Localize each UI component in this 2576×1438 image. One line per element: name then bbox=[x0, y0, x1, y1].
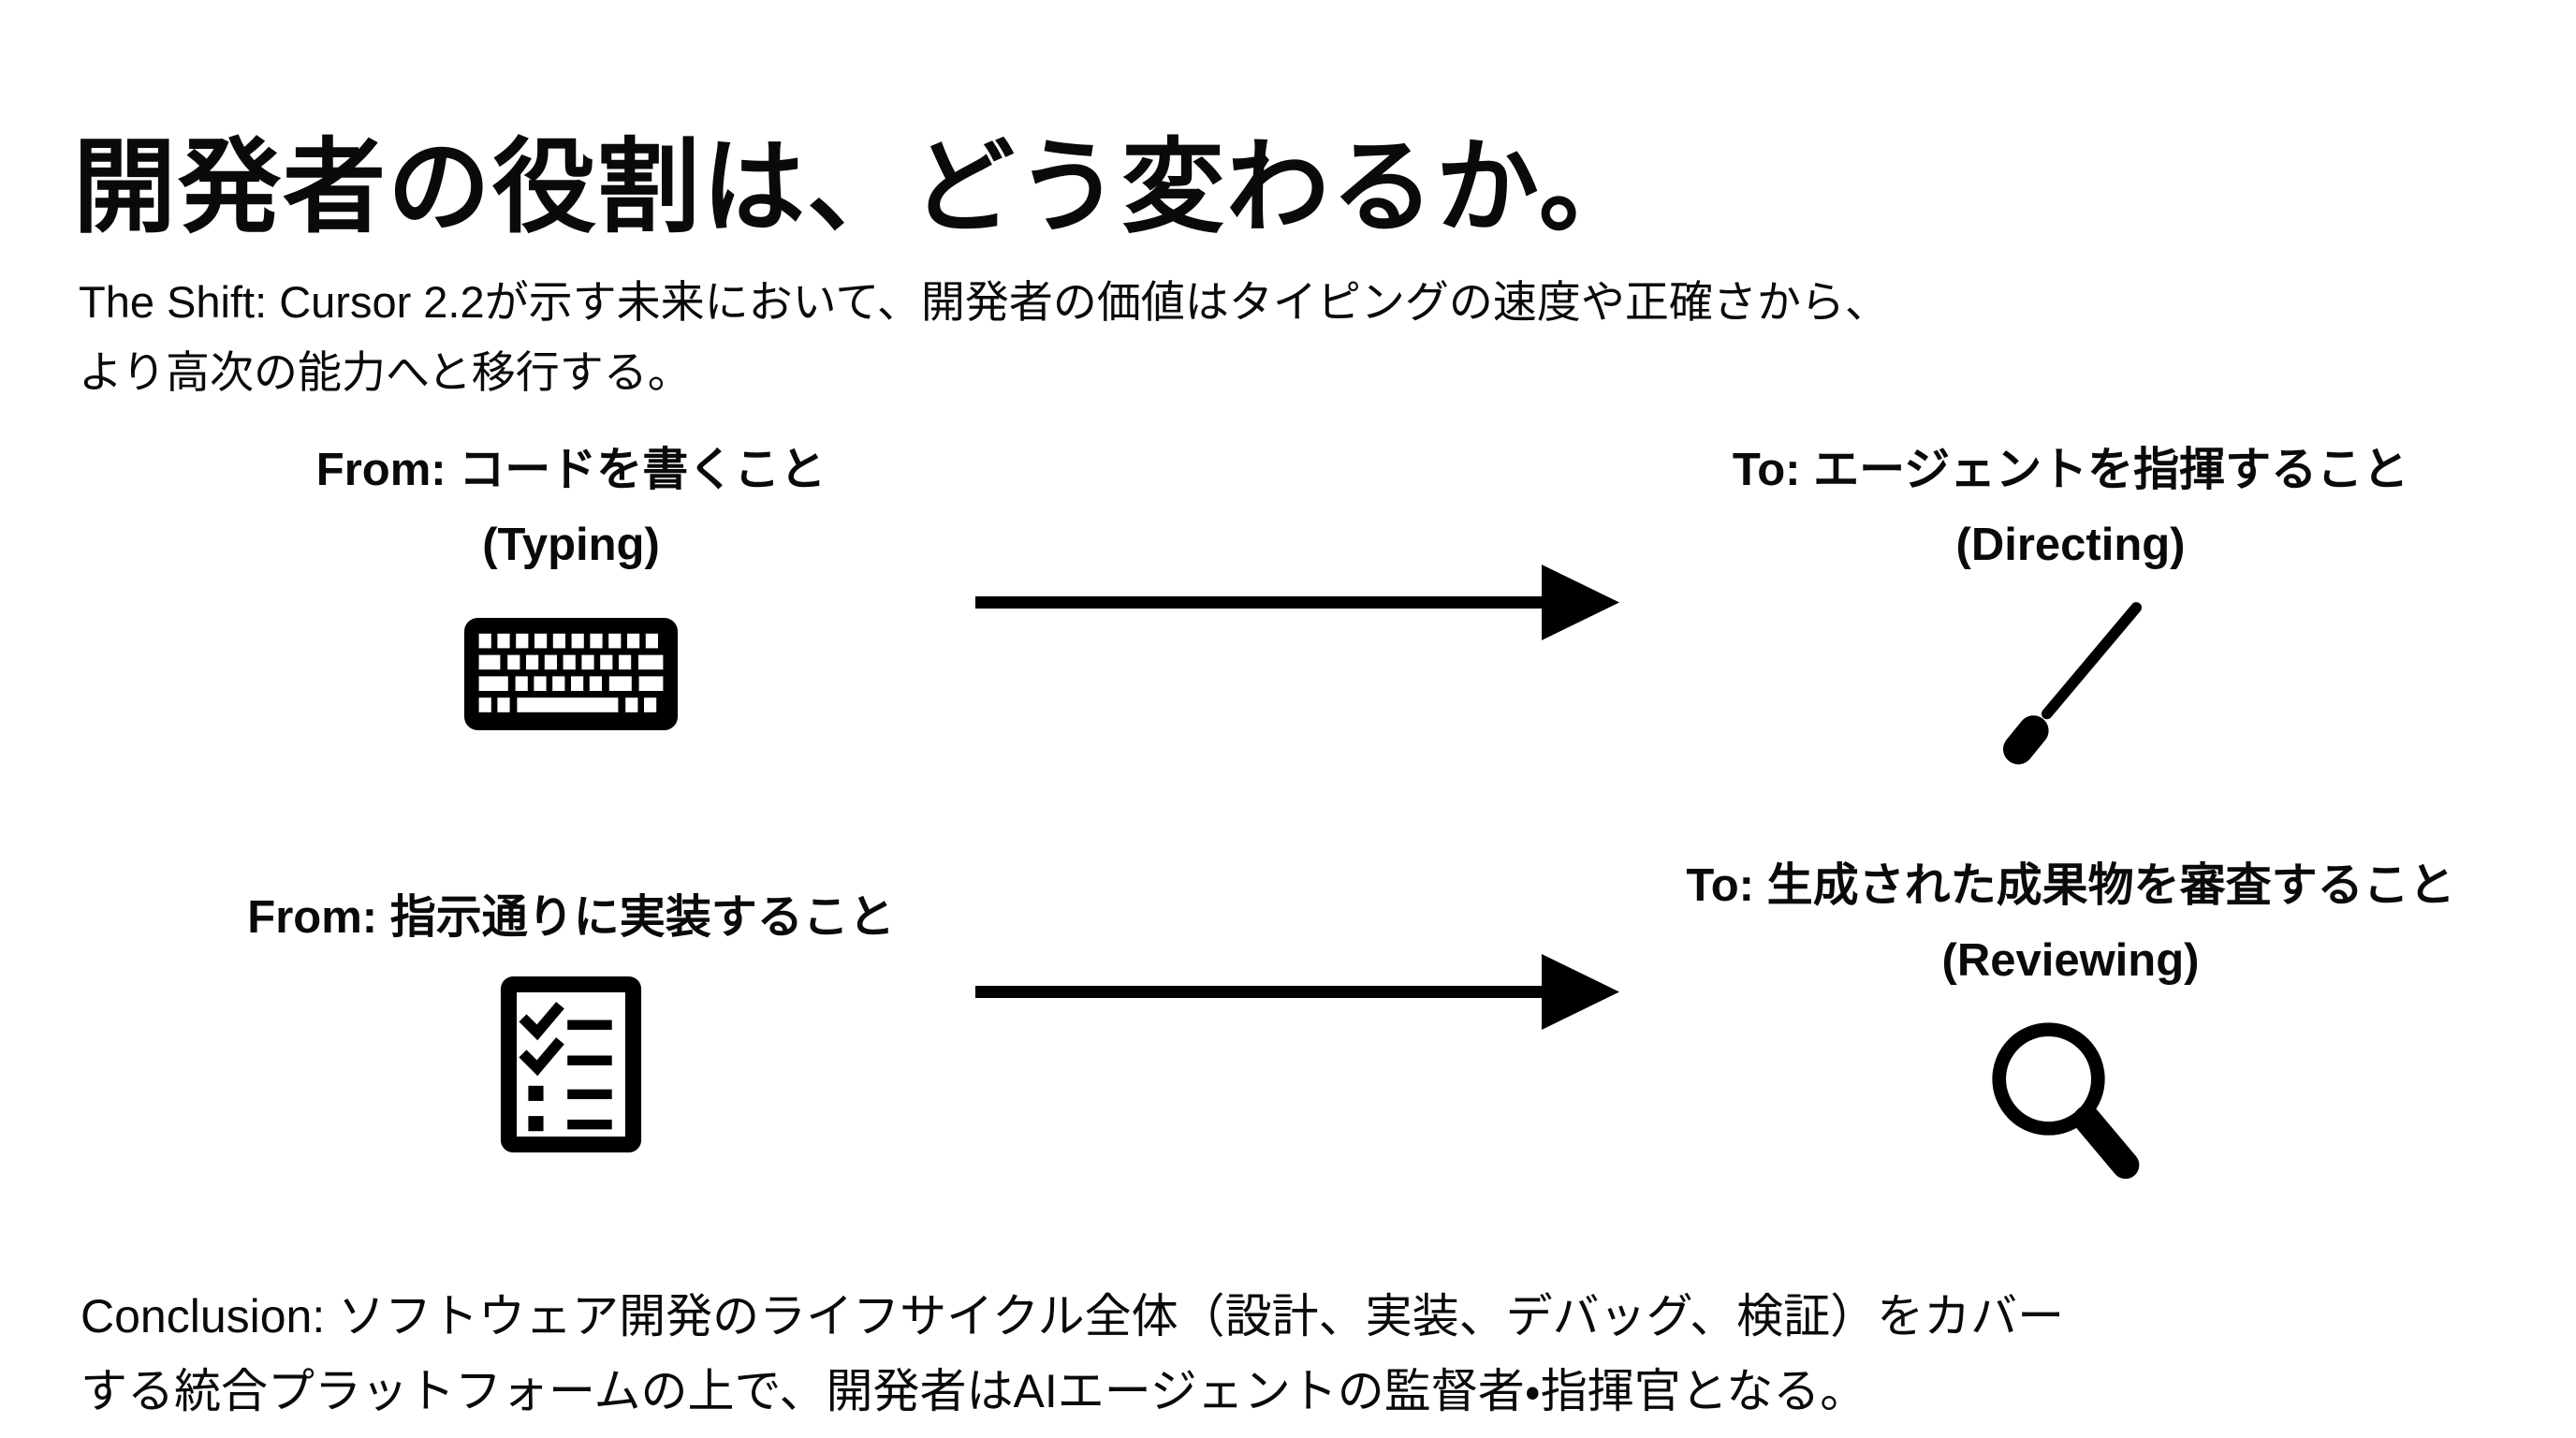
row2-to-sublabel: (Reviewing) bbox=[1941, 935, 2200, 986]
arrow-right-icon bbox=[975, 949, 1621, 1034]
baton-icon bbox=[1556, 597, 2576, 770]
subtitle: The Shift: Cursor 2.2が示す未来において、開発者の価値はタイ… bbox=[79, 267, 1889, 407]
arrow-right-icon bbox=[975, 560, 1621, 644]
row2-from-label-block: From: 指示通りに実装すること bbox=[56, 880, 1086, 955]
checklist-icon bbox=[56, 976, 1086, 1153]
row1-to-label: To: エージェントを指揮すること bbox=[1732, 445, 2409, 495]
row2-from-label: From: 指示通りに実装すること bbox=[247, 892, 895, 943]
keyboard-icon bbox=[56, 618, 1086, 730]
row1-from-label-block: From: コードを書くこと (Typing) bbox=[56, 433, 1086, 582]
row1-from-sublabel: (Typing) bbox=[482, 520, 660, 570]
conclusion-text: Conclusion: ソフトウェア開発のライフサイクル全体（設計、実装、デバッ… bbox=[80, 1279, 2064, 1429]
subtitle-line-1: The Shift: Cursor 2.2が示す未来において、開発者の価値はタイ… bbox=[79, 277, 1889, 327]
row1-to-label-block: To: エージェントを指揮すること (Directing) bbox=[1556, 433, 2576, 582]
conclusion-line-1: Conclusion: ソフトウェア開発のライフサイクル全体（設計、実装、デバッ… bbox=[80, 1290, 2065, 1343]
row1-to-sublabel: (Directing) bbox=[1955, 520, 2186, 570]
magnifier-icon bbox=[1556, 1017, 2576, 1185]
row2-to-label: To: 生成された成果物を審査すること bbox=[1686, 860, 2455, 911]
row2-to-label-block: To: 生成された成果物を審査すること (Reviewing) bbox=[1556, 848, 2576, 998]
conclusion-line-2: する統合プラットフォームの上で、開発者はAIエージェントの監督者・指揮官となる。 bbox=[80, 1365, 1867, 1417]
row1-from-label: From: コードを書くこと bbox=[315, 445, 827, 495]
page-title: 開発者の役割は、どう変わるか。 bbox=[73, 129, 1644, 245]
subtitle-line-2: より高次の能力へと移行する。 bbox=[79, 347, 692, 397]
